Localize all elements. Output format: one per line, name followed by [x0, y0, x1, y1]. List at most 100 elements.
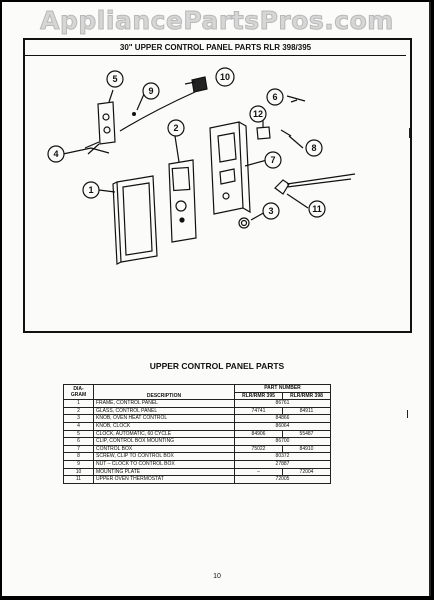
part-number-398-cell: 72004 [281, 467, 332, 477]
description-cell: GLASS, CONTROL PANEL [93, 406, 235, 416]
watermark: AppliancePartsPros.com [40, 6, 394, 36]
callout-9-circle [142, 82, 160, 100]
part-number-395-cell: 84906 [234, 429, 283, 439]
part-clip [286, 95, 306, 102]
exploded-parts-diagram: 1 2 3 4 5 6 7 8 9 10 11 12 [47, 67, 356, 265]
description-cell: UPPER OVEN THERMOSTAT [93, 475, 235, 484]
part-number-395-cell: 74741 [234, 406, 283, 416]
table-header-row: DIA-GRAM DESCRIPTION PART NUMBER [63, 383, 332, 401]
diagram-number-cell: 1 [63, 399, 94, 408]
part-number-cell: 86761 [233, 399, 332, 408]
callout-1-circle [82, 181, 100, 199]
callout-5-circle [106, 70, 124, 88]
description-cell: CLOCK, AUTOMATIC, 60 CYCLE [93, 429, 235, 439]
part-number-header: PART NUMBER [233, 384, 332, 393]
callout-3-circle [262, 202, 280, 220]
margin-mark [407, 410, 408, 418]
part-number-395-cell: – [234, 467, 283, 477]
diagram-number-cell: 7 [63, 444, 94, 454]
callout-9: 9 [148, 86, 153, 96]
parts-sheet [2, 2, 431, 596]
callout-4: 4 [53, 149, 58, 159]
part-number-cell: 72005 [233, 475, 332, 484]
part-number-cell: 86064 [233, 421, 332, 431]
part-knob-clock-shaft [62, 147, 110, 155]
table-title: UPPER CONTROL PANEL PARTS [149, 361, 285, 371]
callout-7-circle [264, 151, 282, 169]
part-number-398-cell: 84911 [281, 406, 332, 416]
callout-5: 5 [112, 74, 117, 84]
part-clock [84, 101, 116, 149]
part-number-398-cell: 84910 [281, 444, 332, 454]
diagram-number-cell: 10 [63, 467, 94, 477]
description-cell: CLIP, CONTROL BOX MOUNTING [93, 437, 235, 446]
part-number-398-cell: 55487 [281, 429, 332, 439]
part-plate [256, 126, 271, 140]
callout-4-circle [47, 145, 65, 163]
callout-12: 12 [253, 109, 263, 119]
diagram-frame [23, 38, 412, 333]
diagram-title: 30" UPPER CONTROL PANEL PARTS RLR 398/39… [25, 40, 406, 56]
margin-mark [409, 128, 410, 138]
part-mounting-plate [119, 76, 208, 132]
description-cell: KNOB, OVEN HEAT CONTROL [93, 414, 235, 423]
model-395-header: RLR/RMR 395 [234, 391, 283, 401]
part-screw [280, 129, 292, 137]
callout-11-circle [308, 200, 326, 218]
callout-8-circle [305, 139, 323, 157]
description-cell: NUT – CLOCK TO CONTROL BOX [93, 459, 235, 469]
part-thermostat [274, 173, 356, 195]
parts-table: DIA-GRAM DESCRIPTION PART NUMBER RLR/RMR… [63, 383, 332, 484]
part-nut [132, 112, 136, 116]
description-cell: SCREW, CLIP TO CONTROL BOX [93, 452, 235, 461]
part-control-box [209, 121, 251, 215]
diagram-number-cell: 9 [63, 459, 94, 469]
callout-10: 10 [220, 72, 230, 82]
diagram-number-cell: 3 [63, 414, 94, 423]
description-column-header: DESCRIPTION [93, 383, 235, 401]
callout-12-circle [249, 105, 267, 123]
callout-2: 2 [173, 123, 178, 133]
description-cell: MOUNTING PLATE [93, 467, 235, 477]
diagram-number-cell: 4 [63, 421, 94, 431]
part-number-395-cell: 75022 [234, 444, 283, 454]
callout-10-circle [215, 67, 235, 87]
callout-3: 3 [268, 206, 273, 216]
callout-2-circle [167, 119, 185, 137]
page-number: 10 [213, 573, 221, 580]
part-number-cell: 86700 [233, 437, 332, 446]
diagram-number-cell: 2 [63, 406, 94, 416]
diagram-number-cell: 8 [63, 452, 94, 461]
callout-6-circle [266, 88, 284, 106]
diagram-number-cell: 5 [63, 429, 94, 439]
part-number-cell: 27887 [233, 459, 332, 469]
callout-11: 11 [312, 204, 322, 214]
callout-1: 1 [88, 185, 93, 195]
part-glass [168, 159, 197, 243]
description-cell: KNOB, CLOCK [93, 421, 235, 431]
description-cell: CONTROL BOX [93, 444, 235, 454]
model-398-header: RLR/RMR 398 [281, 391, 332, 401]
description-cell: FRAME, CONTROL PANEL [93, 399, 235, 408]
diagram-column-header: DIA-GRAM [63, 383, 94, 401]
diagram-number-cell: 6 [63, 437, 94, 446]
diagram-number-cell: 11 [63, 475, 94, 484]
part-knob-oven [238, 217, 250, 229]
callout-7: 7 [270, 155, 275, 165]
part-frame [112, 175, 158, 265]
part-number-cell: 80372 [233, 452, 332, 461]
part-number-cell: 84866 [233, 414, 332, 423]
callout-8: 8 [311, 143, 316, 153]
